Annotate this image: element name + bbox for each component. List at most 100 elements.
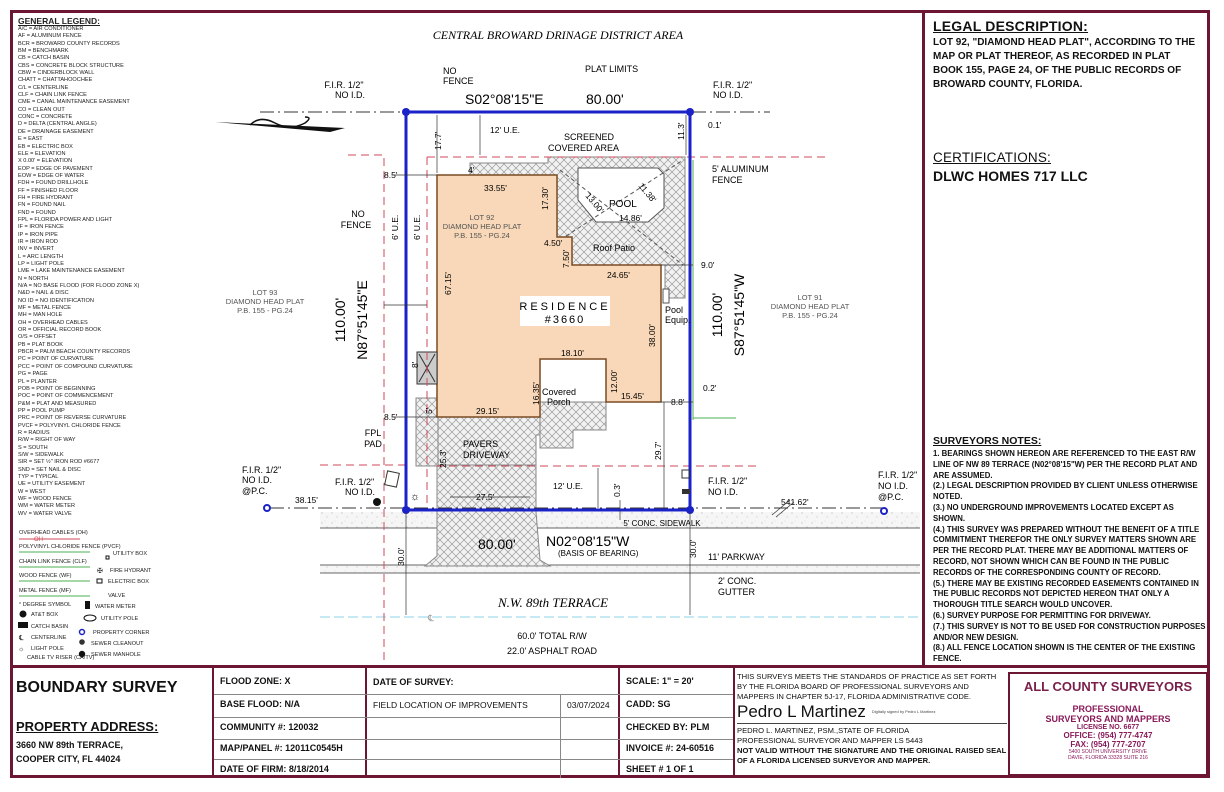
pool-label: POOL — [609, 199, 637, 210]
svg-text:@P.C.: @P.C. — [242, 486, 267, 496]
field-location: FIELD LOCATION OF IMPROVEMENTS — [373, 700, 528, 710]
signature-block: THIS SURVEYS MEETS THE STANDARDS OF PRAC… — [737, 672, 1007, 766]
pool-equipment — [662, 288, 670, 304]
svg-text:DIAMOND HEAD PLAT: DIAMOND HEAD PLAT — [226, 297, 305, 306]
legend-item: CO = CLEAN OUT — [18, 106, 65, 113]
cert-title: CERTIFICATIONS: — [933, 150, 1052, 165]
no-fence-west: NO — [351, 209, 365, 219]
gutter — [320, 565, 920, 573]
svg-text:29.7': 29.7' — [653, 441, 663, 460]
legend-item: R = RADIUS — [18, 429, 50, 436]
south-bearing: N02°08'15"W — [546, 533, 630, 549]
svg-text:WOOD FENCE (WF): WOOD FENCE (WF) — [19, 573, 72, 579]
legend-item: R/W = RIGHT OF WAY — [18, 437, 76, 444]
fir-sw: F.I.R. 1/2" — [335, 477, 374, 487]
info-panel: LEGAL DESCRIPTION: LOT 92, "DIAMOND HEAD… — [922, 10, 1210, 665]
fence-label: 5' ALUMINUM — [712, 164, 769, 174]
address-label: PROPERTY ADDRESS: — [16, 719, 159, 734]
invoice: INVOICE #: 24-60516 — [626, 743, 715, 753]
west-distance: 110.00' — [332, 298, 348, 342]
dim-ue-south: 12' U.E. — [553, 481, 583, 491]
east-bearing: S87°51'45"W — [731, 273, 747, 356]
svg-text:67.15': 67.15' — [443, 272, 453, 295]
house-number: #3660 — [545, 314, 586, 326]
pool — [577, 167, 665, 223]
legend-item: MH = MAN HOLE — [18, 312, 63, 319]
svg-text:0.2': 0.2' — [703, 383, 717, 393]
legend-item: PCC = POINT OF COMPOUND CURVATURE — [18, 363, 133, 370]
legend-item: PVCF = POLYVINYL CHLORIDE FENCE — [18, 422, 121, 429]
svg-text:30.0': 30.0' — [396, 547, 406, 566]
note-item: (7.) THIS SURVEY IS NOT TO BE USED FOR C… — [933, 621, 1206, 642]
north-arrow-icon — [215, 116, 345, 132]
legend-item: L = ARC LENGTH — [18, 253, 64, 260]
lot-91-label: LOT 91 — [798, 293, 823, 302]
legend-item: BM = BENCHMARK — [18, 48, 69, 55]
legend-item: WM = WATER METER — [18, 503, 76, 510]
legend-item: IP = IRON PIPE — [18, 231, 58, 238]
svg-text:UTILITY POLE: UTILITY POLE — [101, 616, 138, 622]
note-item: (2.) LEGAL DESCRIPTION PROVIDED BY CLIEN… — [933, 481, 1198, 502]
svg-text:LIGHT POLE: LIGHT POLE — [31, 646, 64, 652]
svg-text:4': 4' — [468, 165, 475, 175]
svg-text:25.3': 25.3' — [438, 449, 448, 468]
legend-item: O/S = OFFSET — [18, 334, 57, 341]
water-meter-icon — [85, 601, 90, 609]
date-of-firm: DATE OF FIRM: 8/18/2014 — [220, 764, 329, 774]
svg-text:DIAMOND HEAD PLAT: DIAMOND HEAD PLAT — [443, 222, 522, 231]
title-block: BOUNDARY SURVEY PROPERTY ADDRESS: 3660 N… — [10, 665, 1210, 778]
community-number: COMMUNITY #: 120032 — [220, 722, 319, 732]
north-bearing: S02°08'15"E — [465, 91, 544, 107]
certifications: CERTIFICATIONS: DLWC HOMES 717 LLC — [933, 150, 1202, 184]
svg-text:AT&T BOX: AT&T BOX — [31, 612, 58, 618]
legend-item: C/L = CENTERLINE — [18, 84, 69, 91]
date-of-survey-label: DATE OF SURVEY: — [373, 677, 454, 687]
svg-text:9.0': 9.0' — [701, 260, 715, 270]
legend-item: UE = UTILITY EASEMENT — [18, 481, 86, 488]
legend-item: N&D = NAIL & DISC — [18, 290, 69, 297]
svg-text:7.50': 7.50' — [561, 249, 571, 268]
property-corner-icon — [78, 628, 86, 636]
notes-title: SURVEYORS NOTES: — [933, 435, 1042, 447]
centerline-icon: ℄ — [427, 613, 434, 623]
company-logo: ALL COUNTY SURVEYORS PROFESSIONAL SURVEY… — [1008, 672, 1208, 776]
svg-text:CABLE TV RISER (CA/TV): CABLE TV RISER (CA/TV) — [27, 655, 94, 661]
svg-text:NO I.D.: NO I.D. — [878, 481, 908, 491]
svg-text:8.5': 8.5' — [384, 412, 398, 422]
light-pole-icon: ☼ — [18, 646, 24, 653]
svg-text:P.B. 155 - PG.24: P.B. 155 - PG.24 — [454, 231, 510, 240]
dim-ue-north: 12' U.E. — [490, 125, 520, 135]
svg-text:Equip.: Equip. — [665, 315, 691, 325]
svg-text:CATCH BASIN: CATCH BASIN — [31, 624, 68, 630]
residence-label: RESIDENCE — [519, 301, 610, 313]
electric-box-icon — [681, 469, 690, 479]
svg-text:@P.C.: @P.C. — [878, 492, 903, 502]
legend-item: WV = WATER VALVE — [18, 510, 72, 517]
legal-text: LOT 92, "DIAMOND HEAD PLAT", ACCORDING T… — [933, 37, 1196, 90]
fire-hydrant-icon: ✠ — [97, 567, 103, 575]
legend-item: FND = FOUND — [18, 209, 56, 216]
svg-text:° DEGREE SYMBOL: ° DEGREE SYMBOL — [19, 602, 71, 608]
legend-item: E = EAST — [18, 136, 43, 143]
svg-text:GUTTER: GUTTER — [718, 587, 755, 597]
svg-text:SEWER MANHOLE: SEWER MANHOLE — [91, 652, 141, 658]
att-box-icon — [19, 610, 27, 618]
light-pole-icon: ☼ — [410, 491, 420, 503]
street-name: N.W. 89th TERRACE — [497, 595, 608, 610]
svg-text:38.00': 38.00' — [647, 324, 657, 347]
svg-text:30.0': 30.0' — [688, 539, 698, 558]
pavers-driveway — [423, 464, 552, 567]
legend-item: IR = IRON ROD — [18, 238, 58, 245]
svg-text:DRIVEWAY: DRIVEWAY — [463, 450, 510, 460]
lot-93-label: LOT 93 — [253, 288, 278, 297]
svg-text:541.62': 541.62' — [781, 497, 809, 507]
legend-item: PBCR = PALM BEACH COUNTY RECORDS — [18, 349, 131, 356]
legend-item: DE = DRAINAGE EASEMENT — [18, 128, 94, 135]
svg-text:P.B. 155 - PG.24: P.B. 155 - PG.24 — [782, 311, 838, 320]
aluminum-fence — [692, 160, 736, 420]
pool-equip-label: Pool — [665, 305, 683, 315]
svg-text:33.55': 33.55' — [484, 183, 507, 193]
legend-item: PG = PAGE — [18, 371, 48, 378]
svg-text:OVERHEAD CABLES (OH): OVERHEAD CABLES (OH) — [19, 530, 88, 536]
